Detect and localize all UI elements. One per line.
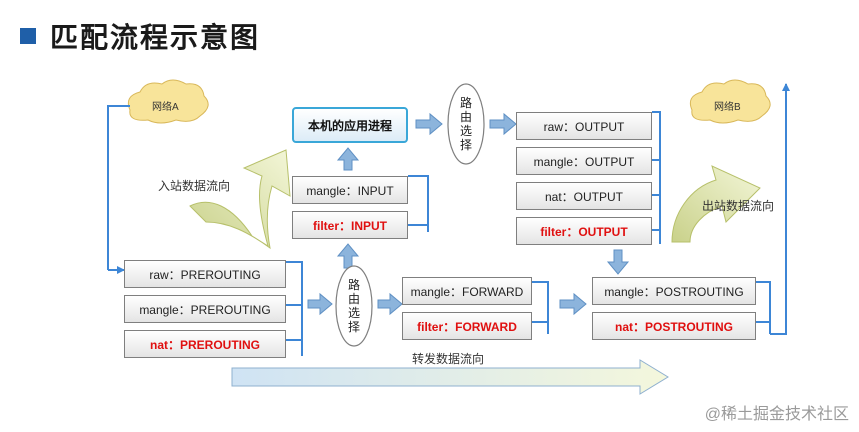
inbound-flow-label: 入站数据流向 [158, 179, 231, 193]
watermark: @稀土掘金技术社区 [704, 406, 849, 423]
route1-char: 择 [459, 138, 472, 152]
block-arrows [307, 112, 630, 316]
chain-box-nat-output: nat：OUTPUT [516, 182, 652, 210]
chain-box-mangle-forward: mangle：FORWARD [402, 277, 532, 305]
route1-char: 由 [459, 110, 472, 124]
chain-box-filter-output: filter：OUTPUT [516, 217, 652, 245]
forward-flow-label: 转发数据流向 [412, 352, 485, 366]
chain-box-nat-postrouting: nat：POSTROUTING [592, 312, 756, 340]
chain-box-filter-forward: filter：FORWARD [402, 312, 532, 340]
forward-flow-arrow-icon [231, 359, 669, 395]
route-select-oval-1 [447, 83, 485, 165]
route2-char: 由 [347, 292, 360, 306]
route2-char: 路 [347, 278, 360, 292]
chain-box-mangle-output: mangle：OUTPUT [516, 147, 652, 175]
outbound-flow-label: 出站数据流向 [702, 199, 775, 213]
cloud-network-b-icon [689, 79, 771, 124]
chain-box-raw-prerouting: raw：PREROUTING [124, 260, 286, 288]
inbound-curve-arrow-icon [189, 149, 291, 250]
chain-box-mangle-input: mangle：INPUT [292, 176, 408, 204]
chain-box-nat-prerouting: nat：PREROUTING [124, 330, 286, 358]
chain-box-raw-output: raw：OUTPUT [516, 112, 652, 140]
title-text: 匹配流程示意图 [50, 22, 261, 53]
page-title: 匹配流程示意图 [20, 16, 260, 56]
chain-box-mangle-prerouting: mangle：PREROUTING [124, 295, 286, 323]
route2-char: 选 [347, 306, 360, 320]
network-b-label: 网络B [714, 102, 741, 113]
flow-lines [107, 83, 790, 356]
chain-box-mangle-postrouting: mangle：POSTROUTING [592, 277, 756, 305]
chain-box-filter-input: filter：INPUT [292, 211, 408, 239]
outbound-curve-arrow-icon [671, 165, 761, 243]
route2-char: 择 [347, 320, 360, 334]
route-select-label-1: 路 由 选 择 [459, 96, 473, 152]
route1-char: 选 [459, 124, 472, 138]
app-process-box: 本机的应用进程 [292, 107, 408, 143]
network-a-label: 网络A [152, 102, 179, 113]
route-select-label-2: 路 由 选 择 [347, 278, 361, 334]
route1-char: 路 [459, 96, 472, 110]
cloud-network-a-icon [127, 79, 209, 124]
route-select-oval-2 [335, 265, 373, 347]
title-square-icon [20, 28, 36, 44]
